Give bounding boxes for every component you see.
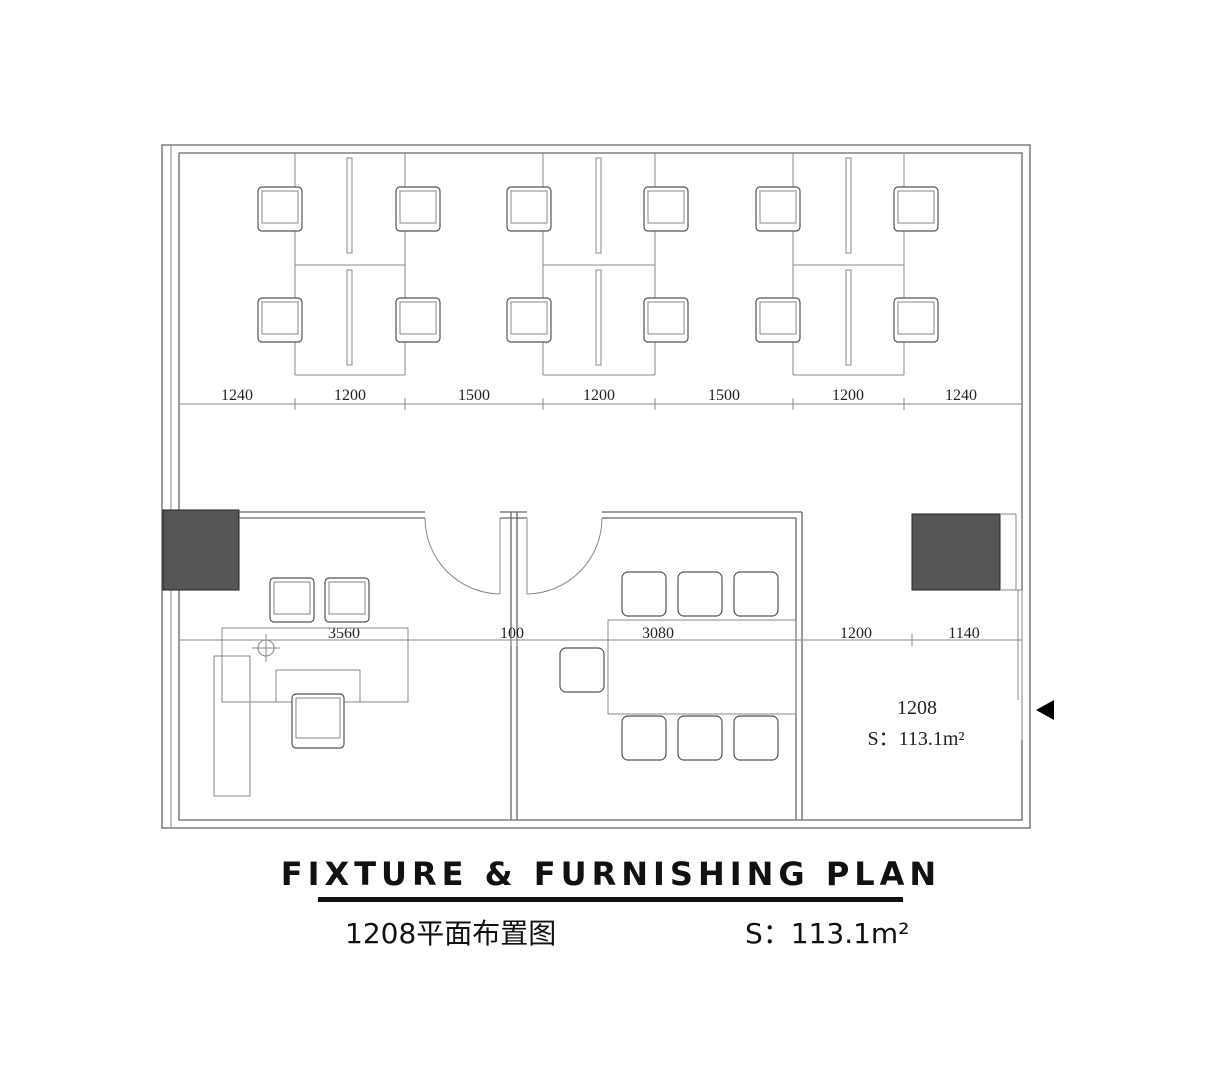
chair-icon [755, 186, 801, 232]
dimension-label: 1200 [840, 625, 872, 642]
workstations [294, 153, 905, 376]
doors [424, 517, 1023, 740]
middle-dimension-line: 3560 100 3080 1200 1140 [179, 625, 1022, 646]
chair-icon [506, 186, 552, 232]
dimension-label: 1200 [334, 387, 366, 404]
chair-icon [559, 647, 605, 693]
side-cabinet [213, 655, 251, 797]
dimension-label: 1140 [948, 625, 979, 642]
chair-icon [755, 297, 801, 343]
chair-icon [506, 297, 552, 343]
chair-icon [643, 186, 689, 232]
title-underline [318, 897, 903, 902]
chair-icon [733, 571, 779, 617]
chair-icon [621, 715, 667, 761]
dimension-label: 1240 [221, 387, 253, 404]
chair-icon [733, 715, 779, 761]
column-right [911, 513, 1001, 591]
chair-icon [257, 297, 303, 343]
room-number: 1208 [897, 697, 937, 719]
dimension-label: 3080 [642, 625, 674, 642]
chair-icon [257, 186, 303, 232]
chair-icon [621, 571, 667, 617]
column-left [162, 509, 240, 591]
chair-icon [291, 693, 345, 749]
outer-walls [161, 144, 1031, 829]
dimension-label: 1200 [583, 387, 615, 404]
workstation-chairs [257, 186, 939, 343]
dimension-label: 3560 [328, 625, 360, 642]
chair-icon [677, 715, 723, 761]
dimension-label: 1240 [945, 387, 977, 404]
triangle-left-icon [1036, 700, 1054, 720]
chair-icon [677, 571, 723, 617]
top-dimension-line: 1240 1200 1500 1200 1500 1200 1240 [179, 387, 1022, 410]
dimension-label: 1500 [458, 387, 490, 404]
room-area: S：113.1m² [868, 728, 965, 750]
chair-icon [395, 186, 441, 232]
inner-rooms [239, 511, 1022, 820]
plan-subtitle-name: 1208平面布置图 [345, 917, 557, 950]
dimension-label: 1500 [708, 387, 740, 404]
chair-icon [395, 297, 441, 343]
chair-icon [269, 577, 315, 623]
chair-icon [893, 297, 939, 343]
plan-title: FIXTURE & FURNISHING PLAN [280, 855, 942, 893]
chair-icon [643, 297, 689, 343]
office-furniture [213, 577, 409, 797]
dimension-label: 1200 [832, 387, 864, 404]
chair-icon [324, 577, 370, 623]
chair-icon [893, 186, 939, 232]
meeting-furniture [559, 571, 797, 761]
plan-subtitle-area: S：113.1m² [745, 917, 910, 950]
meeting-table [607, 619, 797, 715]
dimension-label: 100 [500, 625, 524, 642]
